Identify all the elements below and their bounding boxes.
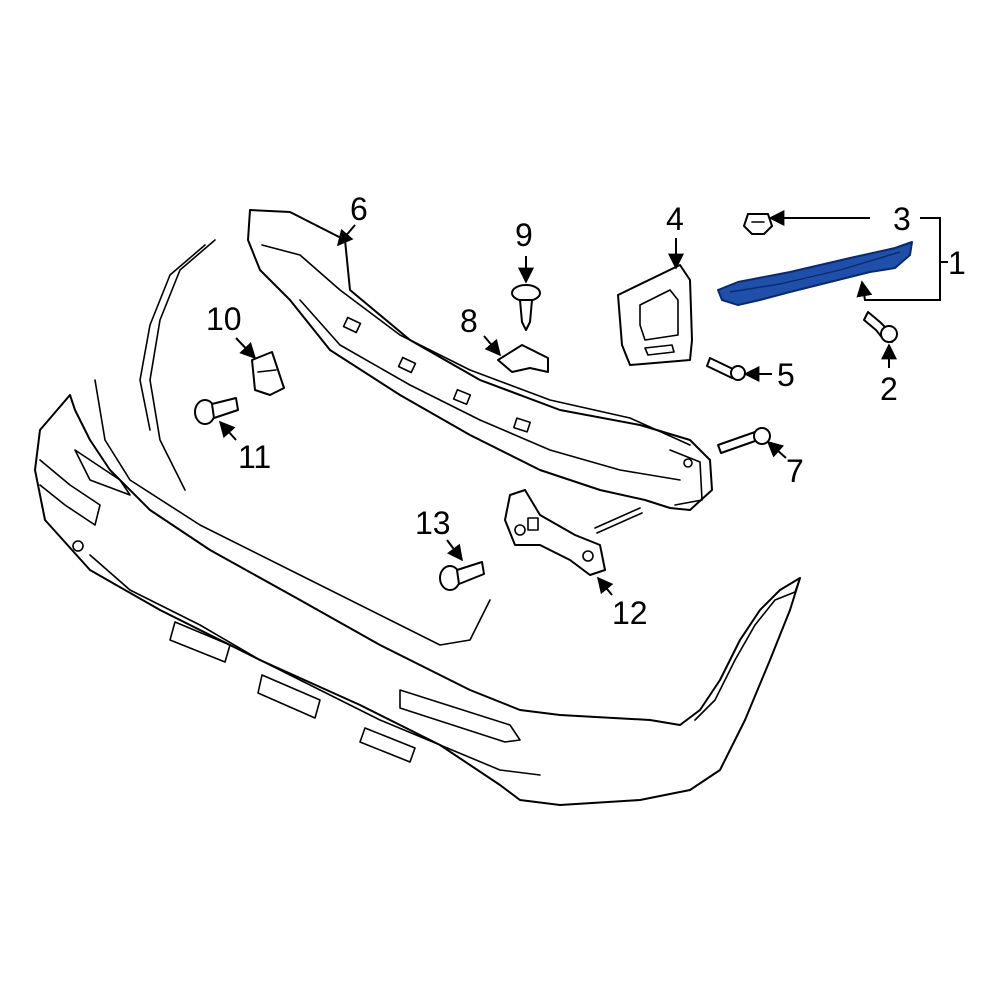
side-bracket-plate-body bbox=[617, 264, 693, 366]
callout-11: 11 bbox=[238, 439, 271, 475]
bumper-lower-valance bbox=[89, 554, 541, 776]
leader-11 bbox=[218, 420, 237, 441]
leader-13 bbox=[446, 539, 463, 562]
leader-8 bbox=[483, 335, 502, 357]
side-bracket-plate-cutout bbox=[639, 289, 679, 341]
clip-bracket-8 bbox=[497, 344, 549, 373]
side-bracket-plate-slot bbox=[644, 344, 675, 356]
clip-bracket-10-body bbox=[251, 351, 285, 396]
mounting-bracket-12-hole-2 bbox=[582, 550, 594, 562]
callout-2: 2 bbox=[880, 371, 898, 407]
leader-6 bbox=[336, 224, 356, 247]
bumper-cover bbox=[34, 239, 801, 806]
bolt-5-head bbox=[730, 365, 746, 381]
screw-9 bbox=[511, 284, 541, 331]
bolt-7-head bbox=[753, 427, 771, 445]
callout-10: 10 bbox=[206, 301, 242, 337]
impact-bar-body bbox=[247, 209, 713, 511]
callout-7: 7 bbox=[786, 453, 804, 489]
leader-7 bbox=[766, 440, 787, 459]
mounting-bracket-12 bbox=[504, 489, 643, 576]
clip-nut-3-body bbox=[743, 213, 773, 235]
clip-nut-3 bbox=[743, 213, 773, 235]
callout-1: 1 bbox=[948, 245, 966, 281]
impact-bar-end-hole bbox=[683, 458, 693, 468]
mounting-bracket-12-stud bbox=[527, 517, 539, 531]
callout-13: 13 bbox=[415, 505, 451, 541]
screw-9-shank bbox=[519, 299, 533, 331]
impact-bar-slot-1 bbox=[342, 316, 362, 334]
callout-4: 4 bbox=[666, 201, 684, 237]
bumper-step-pad-3 bbox=[359, 727, 416, 763]
push-pin-11-shank bbox=[211, 397, 239, 419]
bolt-7-shank bbox=[717, 431, 759, 454]
bumper-right-edge bbox=[694, 577, 801, 721]
callout-8: 8 bbox=[460, 303, 478, 339]
highlighted-part-1-ridge bbox=[729, 251, 901, 293]
side-bracket-plate bbox=[617, 264, 693, 366]
callout-12: 12 bbox=[612, 595, 648, 631]
screw-2-head bbox=[880, 325, 898, 343]
impact-bar-slot-2 bbox=[397, 356, 417, 374]
bumper-sensor-hole bbox=[72, 540, 84, 552]
leader-lines bbox=[218, 210, 948, 596]
impact-bar-end-cap bbox=[669, 449, 703, 506]
callout-9: 9 bbox=[515, 217, 533, 253]
mounting-bracket-12-hole-1 bbox=[514, 524, 526, 536]
highlighted-part-1 bbox=[717, 241, 913, 306]
bumper-reflector bbox=[399, 689, 521, 743]
leader-10 bbox=[235, 337, 257, 360]
callout-6: 6 bbox=[350, 191, 368, 227]
callout-5: 5 bbox=[777, 357, 795, 393]
screw-2 bbox=[863, 311, 898, 343]
bolt-5 bbox=[706, 357, 746, 381]
clip-bracket-10-detail bbox=[257, 369, 277, 373]
clip-bracket-8-body bbox=[497, 344, 549, 373]
impact-bar-lower-edge bbox=[299, 299, 681, 481]
bumper-inner-flange bbox=[149, 239, 216, 491]
callout-labels: 1 2 3 4 5 6 7 8 9 10 11 12 13 bbox=[206, 191, 966, 631]
leader-1-bracket bbox=[856, 217, 941, 301]
bumper-inner-flange-edge bbox=[139, 244, 206, 431]
screw-9-head bbox=[511, 284, 541, 302]
callout-3: 3 bbox=[893, 201, 911, 237]
bumper-step-pad-highlighted bbox=[717, 241, 913, 306]
mounting-bracket-12-rod-edge bbox=[596, 512, 643, 534]
bumper-top-lip bbox=[94, 379, 491, 646]
leader-12 bbox=[596, 576, 614, 596]
impact-bar-slot-4 bbox=[512, 417, 532, 433]
impact-bar-ridge bbox=[261, 244, 691, 446]
push-pin-11 bbox=[194, 397, 239, 425]
clip-bracket-10 bbox=[251, 351, 285, 396]
push-pin-13-shank bbox=[456, 561, 485, 585]
bumper-step-pad-2 bbox=[257, 674, 321, 719]
bumper-left-bracket-tab bbox=[74, 449, 131, 496]
impact-bar-slot-3 bbox=[452, 388, 472, 406]
impact-bar bbox=[247, 209, 713, 511]
bolt-7 bbox=[717, 427, 771, 454]
bumper-left-pocket bbox=[39, 459, 101, 526]
mounting-bracket-12-rod bbox=[594, 507, 641, 529]
push-pin-13 bbox=[439, 561, 485, 591]
mounting-bracket-12-body bbox=[504, 489, 606, 576]
bumper-step-pad-1 bbox=[169, 621, 231, 663]
